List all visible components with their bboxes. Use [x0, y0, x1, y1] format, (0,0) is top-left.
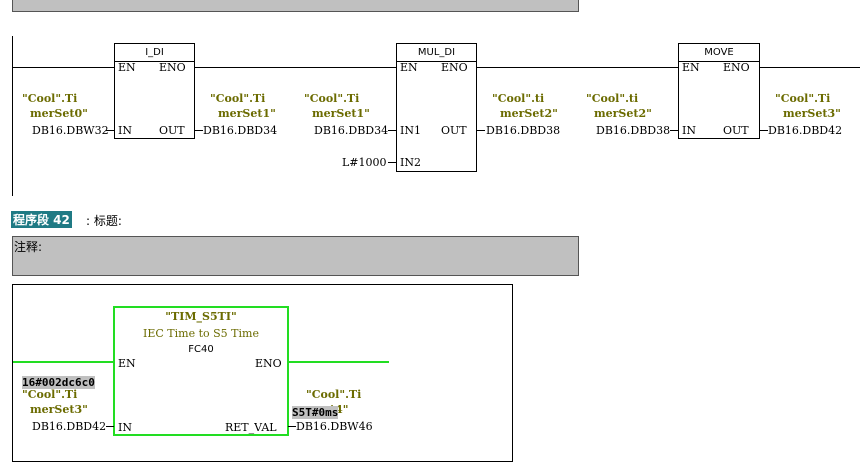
pin-wire [288, 426, 296, 427]
constant-value[interactable]: L#1000 [342, 156, 387, 169]
pin-wire [477, 130, 485, 131]
operand-address[interactable]: DB16.DBD38 [486, 124, 561, 137]
tim-s5ti-block[interactable]: "TIM_S5TI" IEC Time to S5 Time FC40 EN E… [113, 306, 289, 436]
network-label[interactable]: 程序段 42 [11, 211, 72, 228]
rung-line [12, 67, 114, 68]
operand-address[interactable]: DB16.DBD34 [203, 124, 278, 137]
operand-symbol[interactable]: merSet3" [30, 403, 88, 416]
pin-wire [388, 162, 396, 163]
pin-wire [670, 130, 678, 131]
status-value: 16#002dc6c0 [22, 376, 95, 389]
pin-wire [388, 130, 396, 131]
block-divider [115, 61, 194, 62]
block-name: "TIM_S5TI" [165, 310, 237, 323]
ret-val-pin: RET_VAL [225, 421, 277, 434]
power-rail-left [12, 36, 13, 196]
operand-symbol[interactable]: merSet1" [312, 107, 370, 120]
status-value: S5T#0ms [292, 406, 339, 419]
block-title: I_DI [145, 47, 164, 58]
out-pin: OUT [159, 124, 185, 137]
out-pin: OUT [723, 124, 749, 137]
operand-address[interactable]: DB16.DBW46 [296, 420, 373, 433]
operand-symbol[interactable]: merSet1" [218, 107, 276, 120]
network-title-label[interactable]: : 标题: [86, 214, 122, 228]
eno-pin: ENO [723, 61, 750, 74]
eno-pin: ENO [255, 357, 282, 370]
block-title: MOVE [704, 47, 734, 58]
block-divider [397, 61, 476, 62]
pin-wire [106, 426, 114, 427]
operand-symbol[interactable]: "Cool".Ti [210, 92, 266, 105]
en-pin: EN [118, 357, 136, 370]
block-title: MUL_DI [417, 47, 456, 58]
rung-line-powered [13, 361, 114, 363]
pin-wire [760, 130, 768, 131]
operand-symbol[interactable]: "Cool".Ti [306, 388, 362, 401]
operand-symbol[interactable]: "Cool".Ti [775, 92, 831, 105]
comment-bar[interactable]: 注释: [12, 236, 579, 276]
operand-address[interactable]: DB16.DBD42 [32, 420, 107, 433]
rung-line [477, 67, 678, 68]
operand-address[interactable]: DB16.DBD38 [596, 124, 671, 137]
en-pin: EN [118, 61, 136, 74]
in-pin: IN [682, 124, 696, 137]
block-number: FC40 [188, 344, 214, 355]
prev-comment-bar[interactable] [12, 0, 579, 12]
en-pin: EN [400, 61, 418, 74]
in-pin: IN [118, 421, 132, 434]
pin-wire [106, 130, 114, 131]
operand-symbol[interactable]: merSet2" [594, 107, 652, 120]
operand-symbol[interactable]: "Cool".Ti [304, 92, 360, 105]
operand-address[interactable]: DB16.DBW32 [32, 124, 109, 137]
rung-line [195, 67, 396, 68]
operand-symbol[interactable]: merSet2" [500, 107, 558, 120]
comment-label: 注释: [14, 240, 43, 254]
block-divider [679, 61, 759, 62]
eno-pin: ENO [441, 61, 468, 74]
operand-address[interactable]: DB16.DBD42 [768, 124, 843, 137]
out-pin: OUT [441, 124, 467, 137]
eno-line-powered [289, 361, 389, 363]
en-pin: EN [682, 61, 700, 74]
rung-line [760, 67, 860, 68]
operand-symbol[interactable]: "Cool".Ti [22, 388, 78, 401]
in1-pin: IN1 [400, 124, 421, 137]
pin-wire [195, 130, 203, 131]
eno-pin: ENO [159, 61, 186, 74]
block-description: IEC Time to S5 Time [143, 327, 259, 340]
i-di-block[interactable]: I_DI EN ENO IN OUT [114, 43, 195, 139]
operand-symbol[interactable]: merSet3" [783, 107, 841, 120]
operand-address[interactable]: DB16.DBD34 [314, 124, 389, 137]
mul-di-block[interactable]: MUL_DI EN ENO IN1 OUT IN2 [396, 43, 477, 172]
operand-symbol[interactable]: "Cool".ti [492, 92, 545, 105]
in-pin: IN [118, 124, 132, 137]
move-block[interactable]: MOVE EN ENO IN OUT [678, 43, 760, 139]
operand-symbol[interactable]: "Cool".ti [586, 92, 639, 105]
operand-symbol[interactable]: "Cool".Ti [22, 92, 78, 105]
in2-pin: IN2 [400, 156, 421, 169]
operand-symbol[interactable]: merSet0" [30, 107, 88, 120]
